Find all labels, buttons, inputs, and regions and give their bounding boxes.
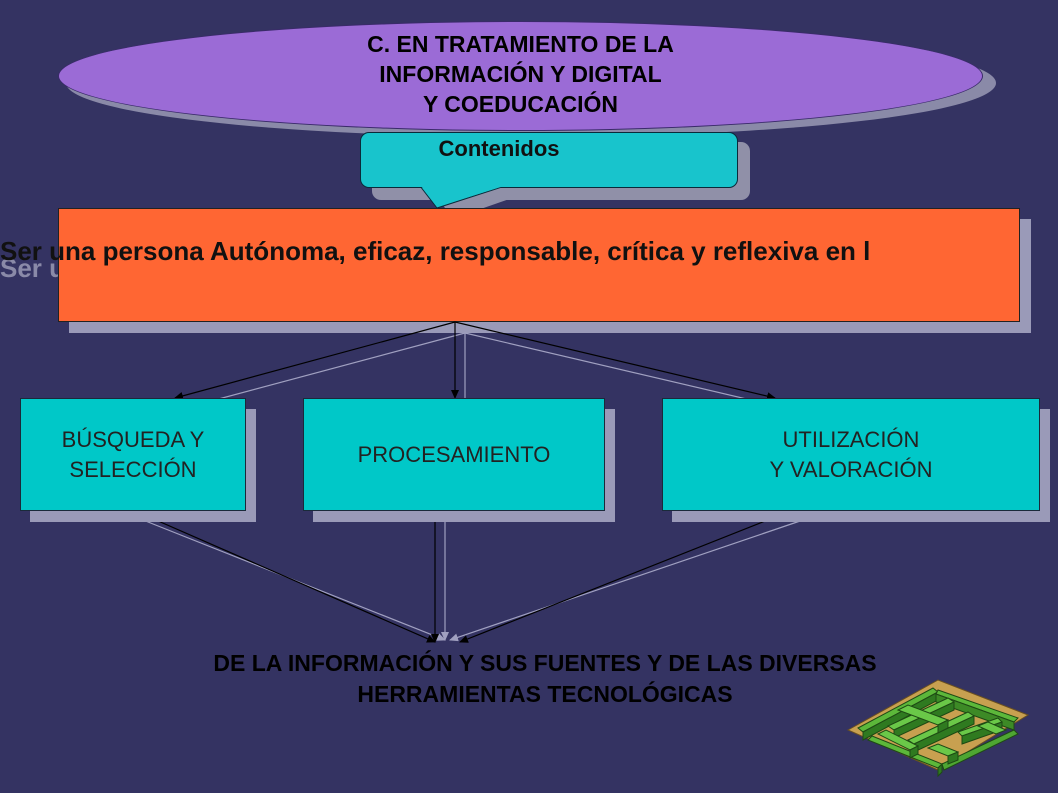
title-oval: C. EN TRATAMIENTO DE LA INFORMACIÓN Y DI… [58,21,983,131]
box-search-selection: BÚSQUEDA Y SELECCIÓN [20,398,246,511]
box-usage-valuation: UTILIZACIÓN Y VALORACIÓN [662,398,1040,511]
box-processing: PROCESAMIENTO [303,398,605,511]
callout-label: Contenidos [438,136,560,161]
title-text: C. EN TRATAMIENTO DE LA INFORMACIÓN Y DI… [367,31,674,117]
bottom-text: DE LA INFORMACIÓN Y SUS FUENTES Y DE LAS… [213,650,877,707]
maze-icon [846,679,1030,778]
main-statement-box [58,208,1020,322]
callout-box [360,132,738,188]
main-statement-text: Ser una persona Autónoma, eficaz, respon… [0,236,871,266]
